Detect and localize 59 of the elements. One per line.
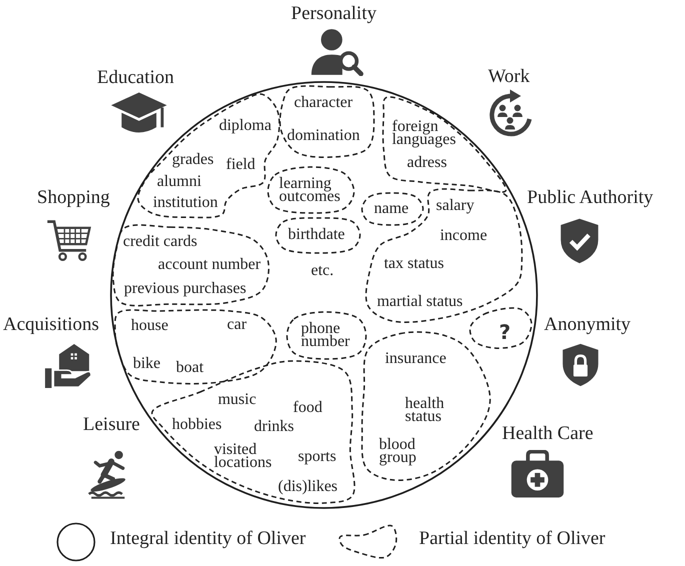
attribute-label: name: [374, 200, 409, 218]
attribute-label: account number: [158, 256, 261, 274]
dashed-region: [365, 188, 524, 323]
attribute-label: field: [226, 156, 256, 174]
legend-label: Integral identity of Oliver: [110, 528, 306, 550]
attribute-label: (dis)likes: [278, 478, 338, 496]
attribute-label: sports: [298, 448, 336, 466]
attribute-label: adress: [406, 154, 447, 172]
category-label: Work: [488, 66, 530, 88]
category-label: Leisure: [83, 414, 140, 436]
attribute-label: salary: [436, 196, 474, 215]
dashed-region: [286, 310, 367, 360]
attribute-label: domination: [286, 126, 360, 145]
attribute-label: health status: [404, 396, 444, 424]
category-label: Public Authority: [527, 187, 654, 209]
attribute-label: foreign languages: [392, 120, 456, 147]
attribute-label: tax status: [384, 254, 444, 273]
legend-label: Partial identity of Oliver: [419, 528, 606, 550]
dashed-region: [360, 192, 424, 226]
attribute-label: house: [130, 316, 168, 335]
attribute-label: drinks: [254, 418, 294, 436]
attribute-label: martial status: [376, 292, 463, 311]
attribute-label: car: [226, 316, 247, 334]
dashed-region: [112, 224, 270, 307]
attribute-label: etc.: [311, 262, 334, 280]
attribute-label: alumni: [156, 172, 202, 191]
dashed-region: [468, 306, 532, 350]
category-label: Anonymity: [544, 314, 631, 336]
dashed-region: [382, 96, 508, 194]
attribute-label: learning outcomes: [279, 176, 340, 204]
attribute-label: boat: [176, 358, 204, 377]
attribute-label: credit cards: [122, 232, 198, 251]
dashed-region: [267, 166, 355, 214]
attribute-label: insurance: [384, 350, 446, 368]
attribute-label: music: [218, 390, 256, 409]
attribute-label: visited locations: [214, 442, 272, 470]
category-label: Education: [97, 67, 174, 89]
category-label: Personality: [291, 3, 376, 25]
category-label: Shopping: [37, 187, 110, 209]
attribute-label: income: [440, 226, 488, 245]
attribute-label: hobbies: [172, 416, 222, 434]
attribute-label: previous purchases: [124, 280, 246, 298]
attribute-label: institution: [152, 194, 218, 212]
attribute-label: grades: [172, 150, 214, 169]
category-label: Acquisitions: [3, 314, 100, 336]
attribute-label: character: [294, 94, 353, 112]
attribute-label: bike: [132, 354, 161, 373]
dashed-region: [114, 308, 278, 385]
dashed-region: [279, 85, 375, 158]
attribute-label: food: [292, 398, 322, 417]
dashed-region: [136, 92, 280, 218]
attribute-label: blood group: [378, 438, 416, 465]
attribute-label: birthdate: [288, 226, 345, 244]
attribute-label: diploma: [218, 116, 272, 135]
attribute-label: phone number: [301, 322, 350, 349]
dashed-region: [360, 331, 491, 482]
category-label: Health Care: [502, 423, 594, 445]
dashed-region: [275, 216, 361, 254]
question-mark: ?: [498, 320, 511, 343]
